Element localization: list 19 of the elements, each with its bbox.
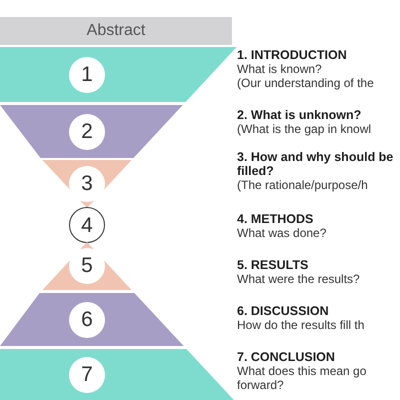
section-heading: 6. DISCUSSION [237, 304, 330, 318]
description-text: What is known? [237, 62, 323, 76]
description-text: What were the results? [237, 272, 361, 286]
description-text: What was done? [237, 226, 328, 240]
section-heading: 1. INTRODUCTION [237, 48, 348, 62]
description-text: (Our understanding of the [237, 76, 375, 90]
description-text: What does this mean go forward? [237, 364, 368, 392]
step-number: 4 [69, 207, 105, 243]
step-number: 5 [69, 248, 105, 284]
section-heading: 5. RESULTS [237, 258, 310, 272]
section-heading: 2. What is unknown? [237, 108, 362, 122]
section-heading: 4. METHODS [237, 212, 314, 226]
step-number: 3 [69, 166, 105, 202]
section-heading: 7. CONCLUSION [237, 350, 336, 364]
description-text: (The rationale/purpose/h [237, 178, 369, 192]
description-text: How do the results fill th [237, 318, 366, 332]
description-text: (What is the gap in knowl [237, 122, 372, 136]
section-header: Abstract [0, 17, 232, 45]
section-heading: 3. How and why should be filled? [237, 150, 394, 178]
